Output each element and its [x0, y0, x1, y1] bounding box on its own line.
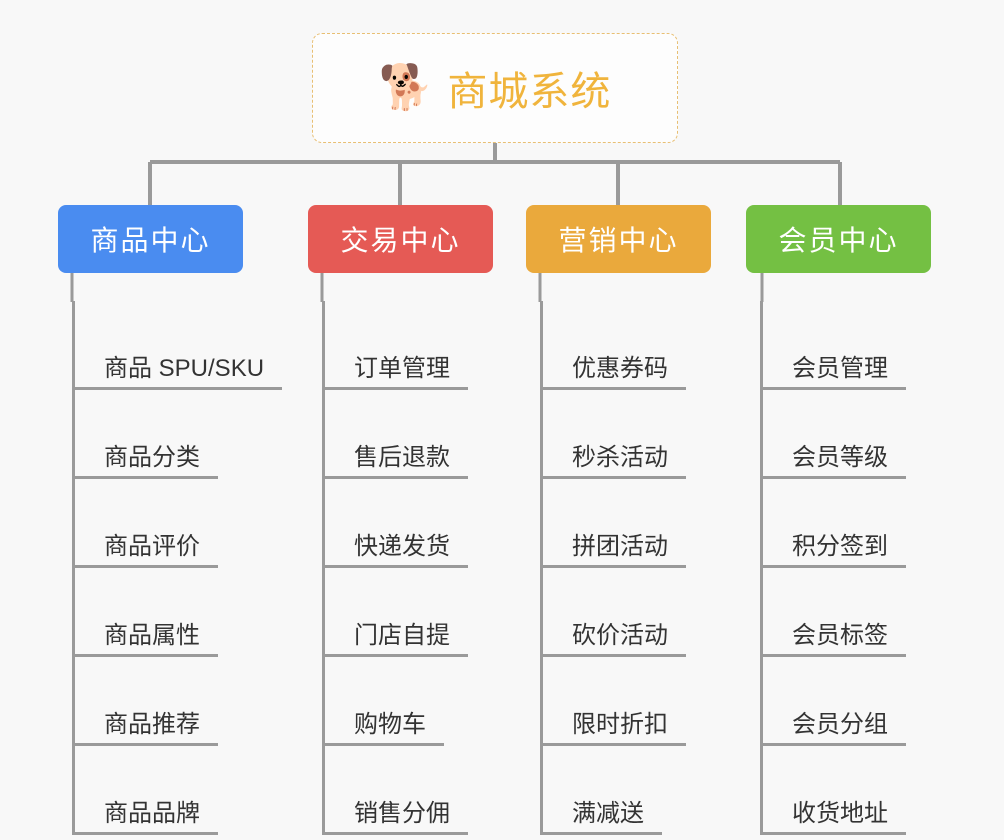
- category-label: 商品中心: [90, 225, 211, 256]
- item-list-marketing-center: 优惠券码 秒杀活动 拼团活动 砍价活动 限时折扣 满减送: [540, 301, 711, 835]
- item-label: 商品属性: [72, 615, 218, 657]
- branch-column-trade-center: 交易中心 订单管理 售后退款 快递发货 门店自提 购物车 销售分佣: [308, 205, 493, 835]
- item-label: 订单管理: [322, 348, 468, 390]
- item-label: 会员管理: [760, 348, 906, 390]
- list-item[interactable]: 秒杀活动: [540, 390, 711, 479]
- list-item[interactable]: 会员标签: [760, 568, 931, 657]
- list-item[interactable]: 会员分组: [760, 657, 931, 746]
- list-item[interactable]: 积分签到: [760, 479, 931, 568]
- category-header-marketing-center[interactable]: 营销中心: [526, 205, 711, 273]
- list-item[interactable]: 商品推荐: [72, 657, 243, 746]
- root-node[interactable]: 🐕 商城系统: [312, 33, 678, 143]
- list-item[interactable]: 拼团活动: [540, 479, 711, 568]
- list-item[interactable]: 门店自提: [322, 568, 493, 657]
- list-item[interactable]: 会员等级: [760, 390, 931, 479]
- list-item[interactable]: 商品分类: [72, 390, 243, 479]
- item-label: 商品分类: [72, 437, 218, 479]
- list-item[interactable]: 商品评价: [72, 479, 243, 568]
- list-item[interactable]: 收货地址: [760, 746, 931, 835]
- list-item[interactable]: 商品品牌: [72, 746, 243, 835]
- list-item[interactable]: 销售分佣: [322, 746, 493, 835]
- list-item[interactable]: 砍价活动: [540, 568, 711, 657]
- item-list-product-center: 商品 SPU/SKU 商品分类 商品评价 商品属性 商品推荐 商品品牌: [72, 301, 283, 835]
- item-label: 快递发货: [322, 526, 468, 568]
- list-item[interactable]: 限时折扣: [540, 657, 711, 746]
- item-label: 会员等级: [760, 437, 906, 479]
- root-title: 商城系统: [447, 70, 612, 114]
- item-label: 优惠券码: [540, 348, 686, 390]
- item-list-trade-center: 订单管理 售后退款 快递发货 门店自提 购物车 销售分佣: [322, 301, 493, 835]
- list-item[interactable]: 订单管理: [322, 301, 493, 390]
- item-label: 门店自提: [322, 615, 468, 657]
- dog-face-icon: 🐕: [378, 63, 434, 112]
- category-header-product-center[interactable]: 商品中心: [58, 205, 243, 273]
- list-item[interactable]: 会员管理: [760, 301, 931, 390]
- branch-column-product-center: 商品中心 商品 SPU/SKU 商品分类 商品评价 商品属性 商品推荐 商品品牌: [58, 205, 283, 835]
- item-label: 销售分佣: [322, 793, 468, 835]
- item-label: 积分签到: [760, 526, 906, 568]
- item-label: 商品评价: [72, 526, 218, 568]
- item-label: 收货地址: [760, 793, 906, 835]
- item-label: 会员标签: [760, 615, 906, 657]
- item-label: 满减送: [540, 793, 662, 835]
- list-item[interactable]: 售后退款: [322, 390, 493, 479]
- item-label: 商品推荐: [72, 704, 218, 746]
- list-item[interactable]: 商品 SPU/SKU: [72, 301, 283, 390]
- item-label: 拼团活动: [540, 526, 686, 568]
- item-label: 购物车: [322, 704, 444, 746]
- list-item[interactable]: 满减送: [540, 746, 711, 835]
- category-label: 会员中心: [778, 225, 899, 256]
- item-label: 限时折扣: [540, 704, 686, 746]
- item-list-member-center: 会员管理 会员等级 积分签到 会员标签 会员分组 收货地址: [760, 301, 931, 835]
- category-label: 交易中心: [340, 225, 461, 256]
- category-label: 营销中心: [558, 225, 679, 256]
- item-label: 砍价活动: [540, 615, 686, 657]
- item-label: 商品 SPU/SKU: [72, 348, 283, 390]
- list-item[interactable]: 商品属性: [72, 568, 243, 657]
- item-label: 售后退款: [322, 437, 468, 479]
- list-item[interactable]: 购物车: [322, 657, 493, 746]
- branch-column-member-center: 会员中心 会员管理 会员等级 积分签到 会员标签 会员分组 收货地址: [746, 205, 931, 835]
- item-label: 会员分组: [760, 704, 906, 746]
- category-header-trade-center[interactable]: 交易中心: [308, 205, 493, 273]
- list-item[interactable]: 优惠券码: [540, 301, 711, 390]
- branch-column-marketing-center: 营销中心 优惠券码 秒杀活动 拼团活动 砍价活动 限时折扣 满减送: [526, 205, 711, 835]
- item-label: 商品品牌: [72, 793, 218, 835]
- item-label: 秒杀活动: [540, 437, 686, 479]
- category-header-member-center[interactable]: 会员中心: [746, 205, 931, 273]
- list-item[interactable]: 快递发货: [322, 479, 493, 568]
